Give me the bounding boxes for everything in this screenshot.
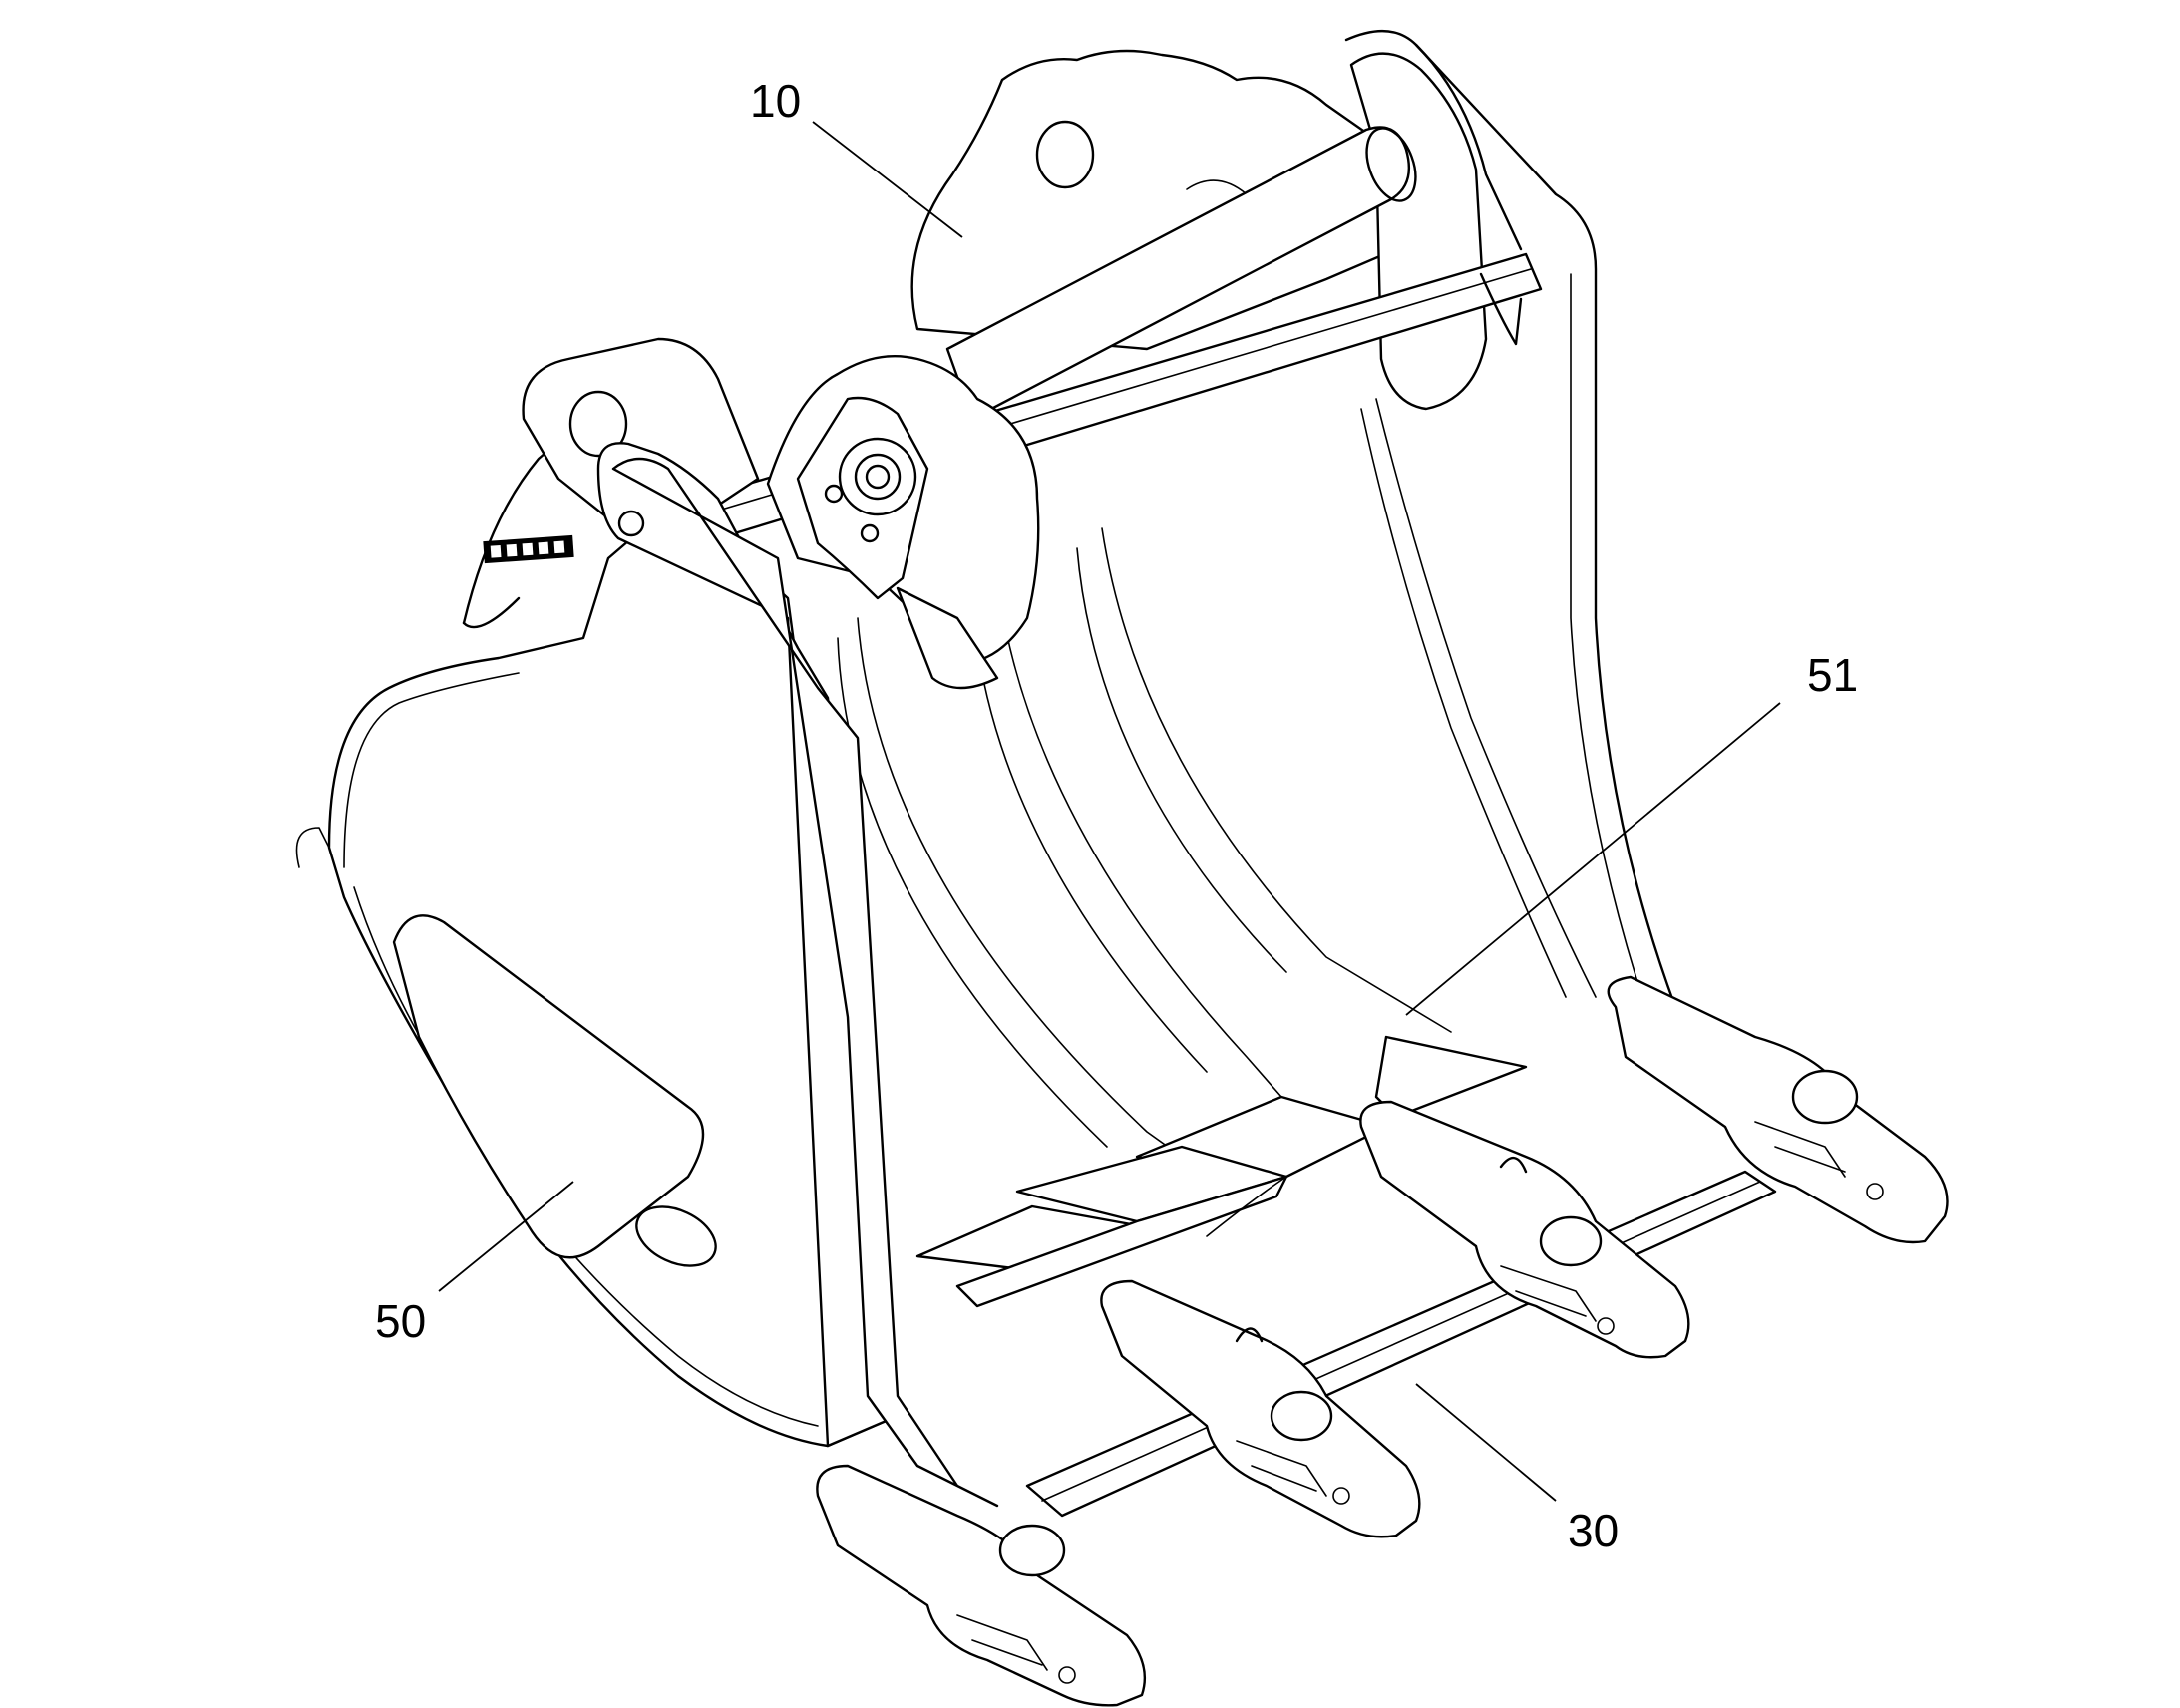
cross-pin xyxy=(945,126,1417,421)
tooth-far-right xyxy=(1607,975,1949,1244)
leader-10 xyxy=(812,121,963,238)
ref-label-51: 51 xyxy=(1807,649,1859,701)
leader-30 xyxy=(1415,1383,1557,1502)
ref-label-10: 10 xyxy=(750,75,802,127)
rear-shell xyxy=(462,397,620,629)
front-lug xyxy=(522,337,999,1508)
pin-boss xyxy=(766,354,1040,690)
ref-label-50: 50 xyxy=(375,1295,427,1347)
left-side-plate xyxy=(295,497,900,1448)
side-plate-hole xyxy=(635,1205,717,1267)
wear-strips xyxy=(915,1035,1528,1308)
bracket-upper-hole xyxy=(1035,120,1095,189)
right-side-plate xyxy=(1344,29,1742,1059)
bucket-floor-curves xyxy=(837,398,1597,1183)
ref-label-30: 30 xyxy=(1568,1505,1620,1556)
tooth-left xyxy=(816,1464,1146,1707)
leader-50 xyxy=(438,1181,574,1292)
tooth-right xyxy=(1359,1100,1690,1359)
lug-hole xyxy=(568,390,628,458)
leader-51 xyxy=(1405,702,1781,1016)
tooth-center xyxy=(1100,1279,1421,1538)
serial-stamp xyxy=(483,534,574,564)
